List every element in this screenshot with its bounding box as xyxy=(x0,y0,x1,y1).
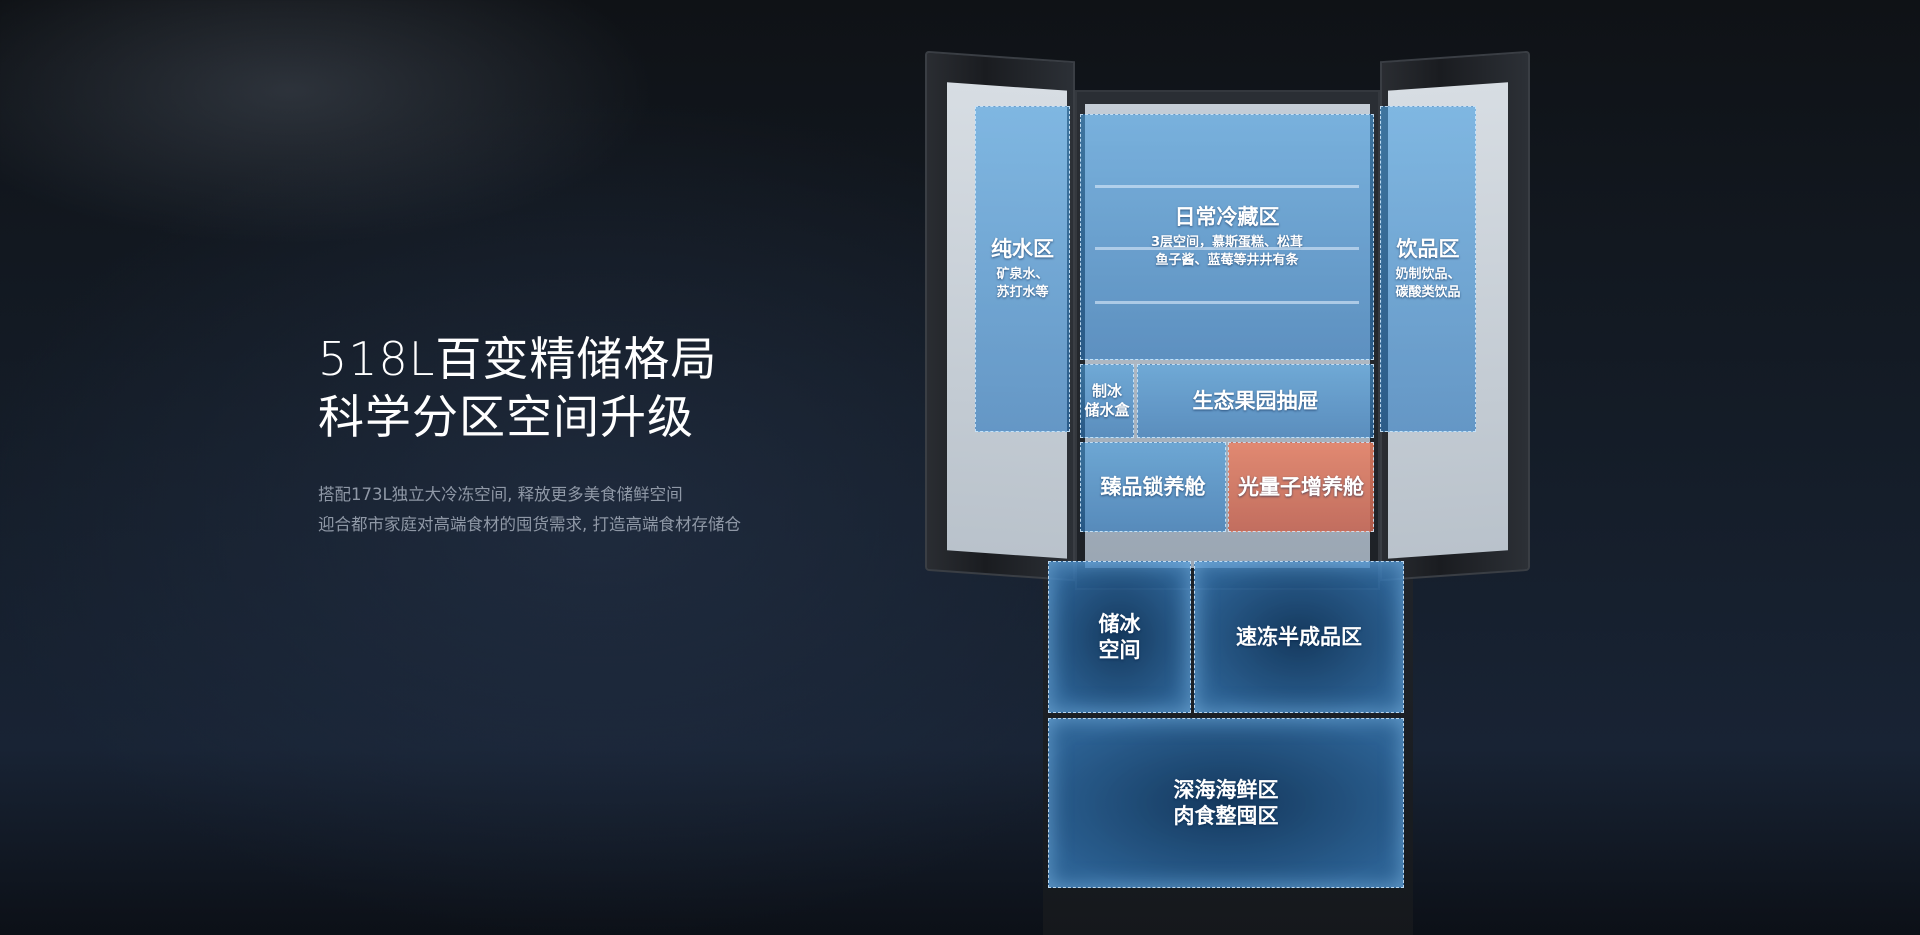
zone-pure-water-title: 纯水区 xyxy=(991,237,1054,261)
zone-seafood-meat: 深海海鲜区 肉食整囤区 xyxy=(1048,718,1404,888)
zone-ice-maker: 制冰 储水盒 xyxy=(1080,364,1134,438)
zone-ice-maker-line-2: 储水盒 xyxy=(1084,401,1130,419)
zone-quick-freeze-title: 速冻半成品区 xyxy=(1236,625,1362,649)
headline: 518L百变精储格局 科学分区空间升级 xyxy=(318,330,717,446)
description-line-1: 搭配173L独立大冷冻空间, 释放更多美食储鲜空间 xyxy=(318,485,683,504)
zone-drinks-sub-2: 碳酸类饮品 xyxy=(1395,285,1461,300)
zone-daily-fridge: 日常冷藏区 3层空间，慕斯蛋糕、松茸 鱼子酱、蓝莓等井井有条 xyxy=(1080,114,1374,360)
zone-pure-water-sub-1: 矿泉水、 xyxy=(996,267,1049,282)
zone-daily-fridge-sub-1: 3层空间，慕斯蛋糕、松茸 xyxy=(1150,235,1304,250)
description-line-2: 迎合都市家庭对高端食材的囤货需求, 打造高端食材存储仓 xyxy=(318,515,741,534)
zone-quantum-title: 光量子增养舱 xyxy=(1238,475,1364,499)
zone-seafood-line-1: 深海海鲜区 xyxy=(1173,778,1279,802)
headline-line-2: 科学分区空间升级 xyxy=(318,390,694,444)
zone-quick-freeze: 速冻半成品区 xyxy=(1194,561,1404,713)
zone-ice-storage-line-2: 空间 xyxy=(1098,638,1141,662)
headline-line-1: 518L百变精储格局 xyxy=(318,332,718,386)
zone-drinks: 饮品区 奶制饮品、 碳酸类饮品 xyxy=(1380,106,1476,432)
zone-seafood-line-2: 肉食整囤区 xyxy=(1173,804,1279,828)
zone-daily-fridge-title: 日常冷藏区 xyxy=(1174,205,1280,229)
zone-premium-lock-title: 臻品锁养舱 xyxy=(1100,475,1206,499)
zone-daily-fridge-sub-2: 鱼子酱、蓝莓等井井有条 xyxy=(1155,253,1299,268)
zone-pure-water-sub-2: 苏打水等 xyxy=(996,285,1049,300)
zone-pure-water: 纯水区 矿泉水、 苏打水等 xyxy=(975,106,1070,432)
zone-fruit-garden: 生态果园抽屉 xyxy=(1137,364,1374,438)
zone-drinks-sub-1: 奶制饮品、 xyxy=(1395,267,1461,282)
zone-premium-lock: 臻品锁养舱 xyxy=(1080,442,1226,532)
zone-ice-storage-line-1: 储冰 xyxy=(1098,612,1141,636)
description: 搭配173L独立大冷冻空间, 释放更多美食储鲜空间 迎合都市家庭对高端食材的囤货… xyxy=(318,480,741,540)
zone-ice-storage: 储冰 空间 xyxy=(1048,561,1191,713)
zone-drinks-title: 饮品区 xyxy=(1396,237,1460,261)
zone-ice-maker-line-1: 制冰 xyxy=(1091,382,1122,400)
fridge-illustration: 纯水区 矿泉水、 苏打水等 日常冷藏区 3层空间，慕斯蛋糕、松茸 鱼子酱、蓝莓等… xyxy=(925,50,1530,935)
zone-quantum: 光量子增养舱 xyxy=(1228,442,1374,532)
zone-fruit-garden-title: 生态果园抽屉 xyxy=(1192,389,1319,413)
